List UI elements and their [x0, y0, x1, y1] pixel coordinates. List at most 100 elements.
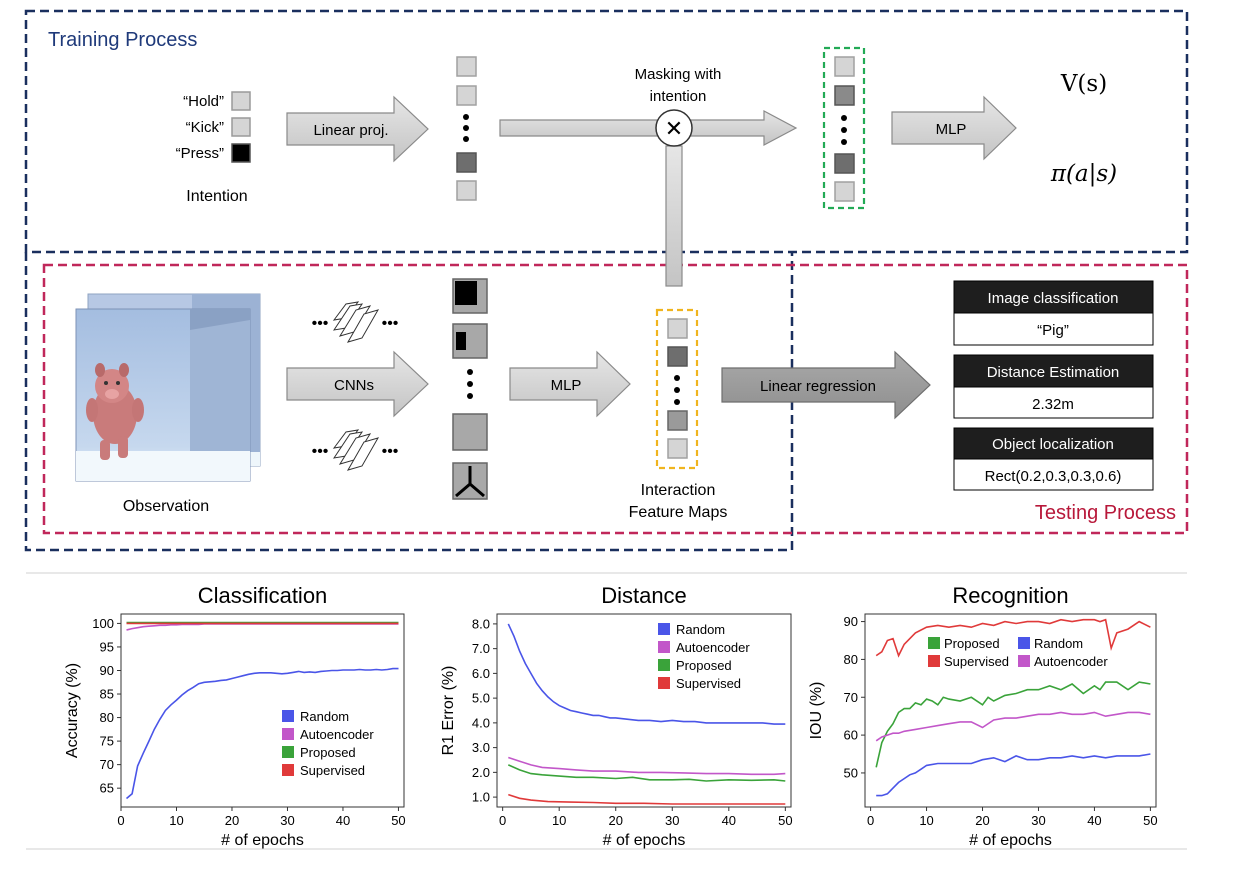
feature-up-bar [665, 145, 683, 287]
y-tick-label: 90 [100, 663, 114, 678]
x-tick-label: 0 [117, 813, 124, 828]
chart-title: Classification [198, 583, 328, 608]
legend-label: Autoencoder [1034, 654, 1108, 669]
legend-label: Proposed [676, 658, 732, 673]
legend-swatch [1018, 655, 1030, 667]
policy-label: π(a|s) [1050, 161, 1117, 187]
cnn-label: CNNs [334, 377, 374, 394]
plot-frame [496, 613, 792, 808]
y-tick-label: 100 [92, 616, 114, 631]
legend-swatch [282, 764, 294, 776]
x-tick-label: 30 [665, 813, 679, 828]
testing-title: Testing Process [1035, 502, 1176, 524]
intent-kick-label: “Kick” [186, 119, 224, 136]
masking-label-2: intention [650, 88, 707, 105]
series-line-autoencoder [875, 711, 1151, 742]
multiply-icon: ✕ [665, 116, 683, 141]
task-title: Distance Estimation [987, 364, 1120, 381]
x-tick-label: 10 [169, 813, 183, 828]
svg-text:•••: ••• [382, 315, 399, 332]
interaction-token-4 [667, 438, 688, 459]
legend-swatch [928, 655, 940, 667]
y-tick-label: 60 [844, 728, 858, 743]
x-tick-label: 20 [608, 813, 622, 828]
y-tick-label: 8.0 [472, 616, 490, 631]
x-tick-label: 40 [336, 813, 350, 828]
y-tick-label: 80 [100, 710, 114, 725]
masked-tokens-box [822, 46, 866, 210]
intent-hold-token [231, 91, 251, 111]
interaction-token-2 [667, 346, 688, 367]
linear-proj-label: Linear proj. [313, 122, 388, 139]
y-tick-label: 5.0 [472, 691, 490, 706]
multiply-node [655, 109, 693, 147]
x-tick-label: 40 [1087, 813, 1101, 828]
legend-label: Random [300, 709, 349, 724]
interaction-token-3 [667, 410, 688, 431]
y-tick-label: 90 [844, 614, 858, 629]
x-tick-label: 10 [552, 813, 566, 828]
x-tick-label: 50 [778, 813, 792, 828]
legend-label: Supervised [676, 676, 741, 691]
training-title: Training Process [48, 29, 197, 51]
training-frame [24, 9, 1189, 254]
task-title: Image classification [988, 290, 1119, 307]
y-tick-label: 65 [100, 781, 114, 796]
embed-token-4 [456, 180, 477, 201]
y-tick-label: 2.0 [472, 765, 490, 780]
series-line-proposed [875, 681, 1151, 768]
x-tick-label: 30 [1031, 813, 1045, 828]
y-tick-label: 95 [100, 639, 114, 654]
intent-press-token [231, 143, 251, 163]
y-tick-label: 4.0 [472, 715, 490, 730]
masking-arrow [499, 110, 798, 146]
series-line-random [507, 623, 786, 725]
mlp-arrow-bottom [509, 350, 631, 418]
y-tick-label: 70 [100, 757, 114, 772]
y-tick-label: 50 [844, 765, 858, 780]
x-tick-label: 50 [1143, 813, 1157, 828]
legend-swatch [282, 710, 294, 722]
x-tick-label: 0 [867, 813, 874, 828]
masked-token-1 [834, 56, 855, 77]
interaction-maps-box [655, 308, 699, 470]
ellipsis-dot [463, 114, 469, 120]
series-line-supervised [875, 618, 1151, 658]
svg-text:•••: ••• [312, 443, 329, 460]
legend-swatch [282, 746, 294, 758]
ellipsis-dot [841, 115, 847, 121]
series-line-autoencoder [508, 756, 786, 776]
y-axis-label: R1 Error (%) [440, 666, 457, 756]
feature-map-1 [452, 278, 488, 314]
task-distance-estimation: Distance Estimation 2.32m [953, 354, 1154, 419]
ellipsis-dot [467, 369, 473, 375]
series-line-random [876, 753, 1151, 797]
ellipsis-dot [674, 387, 680, 393]
linear-regression-arrow [721, 350, 931, 420]
intent-press-label: “Press” [176, 145, 224, 162]
masked-token-4 [834, 181, 855, 202]
intent-kick-token [231, 117, 251, 137]
y-tick-label: 70 [844, 690, 858, 705]
svg-text:•••: ••• [382, 443, 399, 460]
ellipsis-dot [674, 399, 680, 405]
series-line-proposed [507, 764, 786, 782]
x-tick-label: 50 [391, 813, 405, 828]
series-line-random [125, 667, 399, 800]
y-axis-label: IOU (%) [808, 682, 825, 740]
y-tick-label: 3.0 [472, 740, 490, 755]
x-axis-label: # of epochs [603, 832, 686, 849]
x-tick-label: 0 [499, 813, 506, 828]
legend-label: Proposed [300, 745, 356, 760]
ellipsis-dot [467, 381, 473, 387]
legend-label: Autoencoder [676, 640, 750, 655]
legend-swatch [658, 659, 670, 671]
cnn-stack-top: ••• ••• [312, 301, 399, 343]
task-image-classification: Image classification “Pig” [953, 280, 1154, 346]
mlp-bottom-label: MLP [551, 377, 582, 394]
x-tick-label: 20 [225, 813, 239, 828]
